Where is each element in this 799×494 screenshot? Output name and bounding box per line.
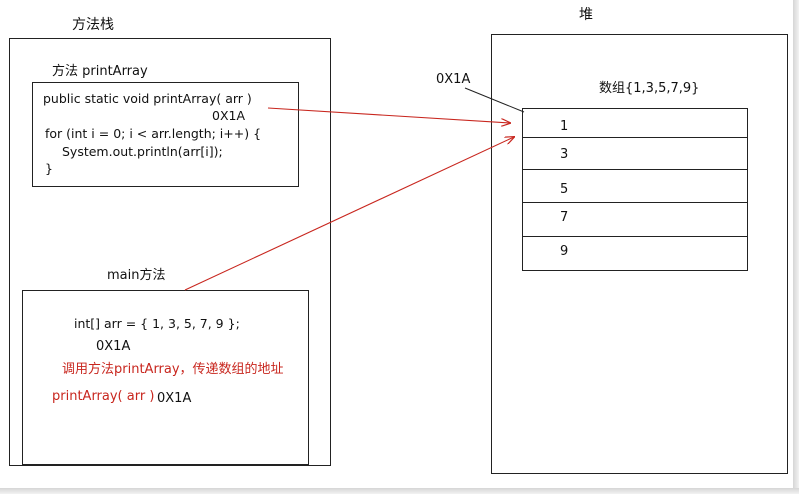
print-method-label: 方法 printArray <box>52 64 148 79</box>
print-method-frame <box>32 82 299 187</box>
main-reference-arrow <box>184 137 514 291</box>
frame-shadow-right <box>793 0 799 494</box>
heap-title: 堆 <box>579 7 593 23</box>
array-label: 数组{1,3,5,7,9} <box>599 81 700 96</box>
cell-divider <box>523 236 747 237</box>
array-value: 3 <box>560 147 569 162</box>
cell-divider <box>523 137 747 138</box>
heap-array: 1 3 5 7 9 <box>522 108 748 271</box>
param-reference-arrow <box>267 107 510 123</box>
array-value: 1 <box>560 119 569 134</box>
address-pointer-line <box>464 87 525 113</box>
array-declaration: int[] arr = { 1, 3, 5, 7, 9 }; <box>74 316 240 331</box>
call-address: 0X1A <box>157 391 192 406</box>
code-close-brace: } <box>45 161 53 176</box>
heap-address-label: 0X1A <box>436 72 471 87</box>
call-statement: printArray( arr ) <box>52 389 155 404</box>
array-value: 7 <box>560 210 569 225</box>
code-signature: public static void printArray( arr ) <box>43 91 252 106</box>
array-value: 9 <box>560 244 569 259</box>
stack-title: 方法栈 <box>72 17 114 33</box>
param-address: 0X1A <box>212 108 246 123</box>
code-for-loop: for (int i = 0; i < arr.length; i++) { <box>45 126 262 141</box>
cell-divider <box>523 169 747 170</box>
main-method-frame <box>22 290 309 465</box>
frame-shadow-bottom <box>0 488 799 494</box>
main-address: 0X1A <box>96 339 131 354</box>
array-value: 5 <box>560 182 569 197</box>
cell-divider <box>523 202 747 203</box>
main-method-label: main方法 <box>107 268 166 283</box>
call-note: 调用方法printArray，传递数组的地址 <box>62 362 284 377</box>
code-println: System.out.println(arr[i]); <box>62 144 223 159</box>
